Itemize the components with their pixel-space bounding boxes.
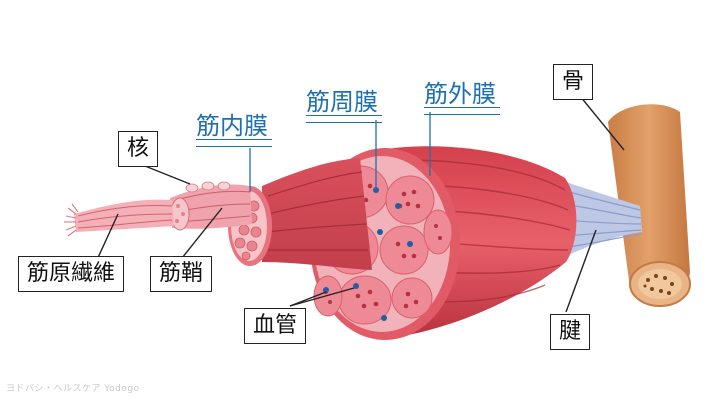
bone-shape (608, 104, 691, 307)
label-sarcolemma: 筋鞘 (150, 256, 213, 292)
label-myofibril: 筋原繊維 (18, 256, 125, 292)
label-epimysium-text: 筋外膜 (424, 80, 496, 108)
label-endomysium-underline (196, 139, 272, 147)
muscle-fiber (170, 181, 252, 231)
label-blood-vessel: 血管 (244, 308, 307, 344)
label-nucleus: 核 (118, 131, 159, 167)
label-tendon: 腱 (550, 314, 591, 350)
label-perimysium: 筋周膜 (306, 88, 382, 123)
label-perimysium-underline (306, 115, 382, 123)
label-perimysium-text: 筋周膜 (306, 88, 378, 116)
watermark-text: ヨドバシ・ヘルスケア Yodogo (6, 384, 140, 394)
label-bone: 骨 (553, 64, 594, 100)
label-endomysium-text: 筋内膜 (196, 112, 268, 140)
label-epimysium-underline (424, 107, 500, 115)
label-endomysium: 筋内膜 (196, 112, 272, 147)
label-epimysium: 筋外膜 (424, 80, 500, 115)
myofibril (64, 199, 174, 237)
